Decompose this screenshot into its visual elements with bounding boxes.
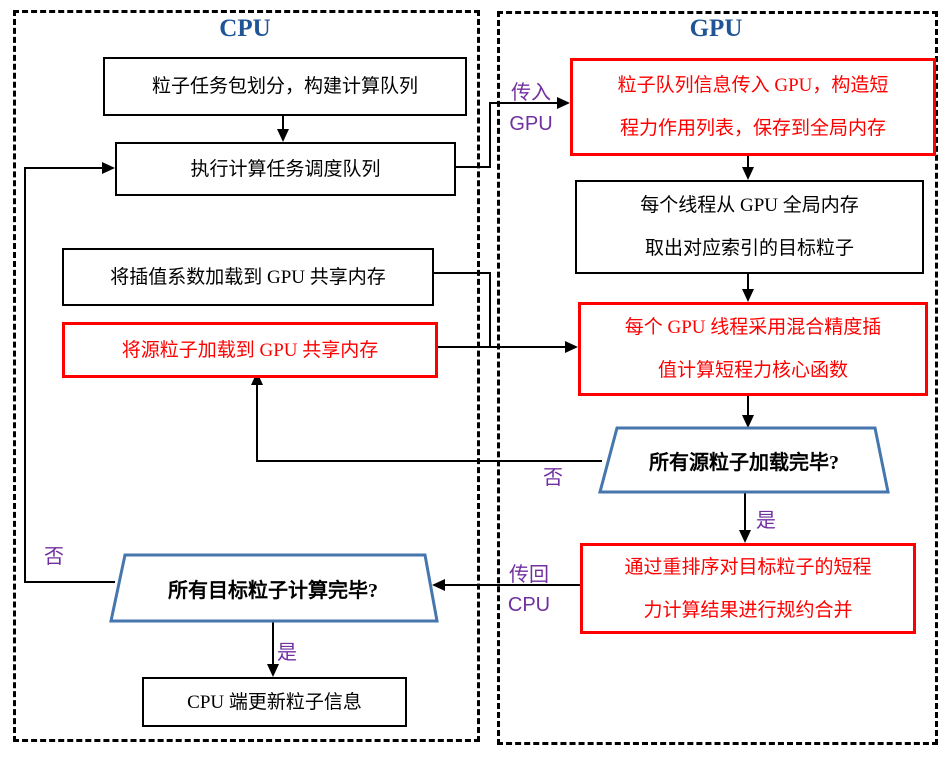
node-reduce-merge: 通过重排序对目标粒子的短程 力计算结果进行规约合并 bbox=[580, 543, 916, 634]
line-transfer-in bbox=[489, 102, 557, 104]
label-transfer-in-latin: GPU bbox=[509, 113, 553, 135]
node-load-interp-coeff: 将插值系数加载到 GPU 共享内存 bbox=[62, 248, 434, 306]
label-transfer-back-cn: 传回 bbox=[509, 564, 549, 586]
line-interp-down bbox=[489, 272, 491, 348]
line-source-to-kernel bbox=[432, 346, 566, 348]
line-gpu3-to-decision bbox=[747, 390, 749, 416]
cpu-lane-title: CPU bbox=[219, 15, 271, 42]
label-transfer-back-latin: CPU bbox=[507, 594, 551, 616]
gpu-lane-title: GPU bbox=[689, 15, 743, 42]
line-decision-to-update bbox=[272, 622, 274, 665]
arrowhead-to-kernel bbox=[565, 341, 578, 353]
line-gpu2-to-gpu3 bbox=[747, 270, 749, 290]
node-queue-to-gpu: 粒子队列信息传入 GPU，构造短 程力作用列表，保存到全局内存 bbox=[570, 58, 936, 156]
node-exec-schedule-queue: 执行计算任务调度队列 bbox=[115, 142, 456, 196]
node-update-particles: CPU 端更新粒子信息 bbox=[142, 677, 407, 727]
node-fetch-target: 每个线程从 GPU 全局内存 取出对应索引的目标粒子 bbox=[575, 180, 924, 274]
line-no-left-horizontal bbox=[25, 581, 115, 583]
line-exec-out bbox=[452, 166, 491, 168]
arrowhead-transfer-back bbox=[432, 579, 445, 591]
line-gpu1-to-gpu2 bbox=[747, 150, 749, 168]
decision-all-sources-loaded: 所有源粒子加载完毕? bbox=[649, 452, 839, 474]
line-interp-out bbox=[430, 272, 491, 274]
line-no-right-horizontal bbox=[257, 460, 602, 462]
arrowhead-decision-to-reduce bbox=[739, 530, 751, 543]
line-decision-to-reduce bbox=[744, 493, 746, 531]
arrowhead-transfer-in bbox=[557, 97, 570, 109]
decision-all-targets-done: 所有目标粒子计算完毕? bbox=[168, 580, 378, 602]
arrowhead-no-left bbox=[102, 162, 115, 174]
node-mixed-precision-kernel: 每个 GPU 线程采用混合精度插 值计算短程力核心函数 bbox=[578, 302, 928, 396]
arrowhead-gpu3-to-decision bbox=[742, 415, 754, 428]
label-no-right: 否 bbox=[543, 467, 563, 489]
line-no-left-top bbox=[24, 167, 104, 169]
arrowhead-gpu2-to-gpu3 bbox=[742, 289, 754, 302]
line-transfer-back bbox=[444, 584, 582, 586]
label-yes-left: 是 bbox=[277, 642, 297, 664]
gpu-lane-border bbox=[497, 11, 938, 745]
arrowhead-task-to-exec bbox=[277, 129, 289, 142]
label-yes-right: 是 bbox=[756, 510, 776, 532]
arrowhead-decision-to-update bbox=[267, 664, 279, 677]
cpu-lane-border bbox=[13, 10, 480, 742]
line-task-to-exec bbox=[282, 112, 284, 130]
arrowhead-gpu1-to-gpu2 bbox=[742, 167, 754, 180]
line-exec-up bbox=[489, 102, 491, 168]
decision-all-targets-shape bbox=[109, 553, 439, 623]
line-no-left-vertical bbox=[24, 167, 26, 583]
line-no-right-vertical bbox=[256, 384, 258, 462]
decision-all-sources-shape bbox=[598, 426, 890, 494]
label-transfer-in-cn: 传入 bbox=[511, 82, 551, 104]
node-load-source-particles: 将源粒子加载到 GPU 共享内存 bbox=[62, 322, 438, 378]
label-no-left: 否 bbox=[44, 546, 64, 568]
node-task-partition: 粒子任务包划分，构建计算队列 bbox=[103, 57, 467, 116]
